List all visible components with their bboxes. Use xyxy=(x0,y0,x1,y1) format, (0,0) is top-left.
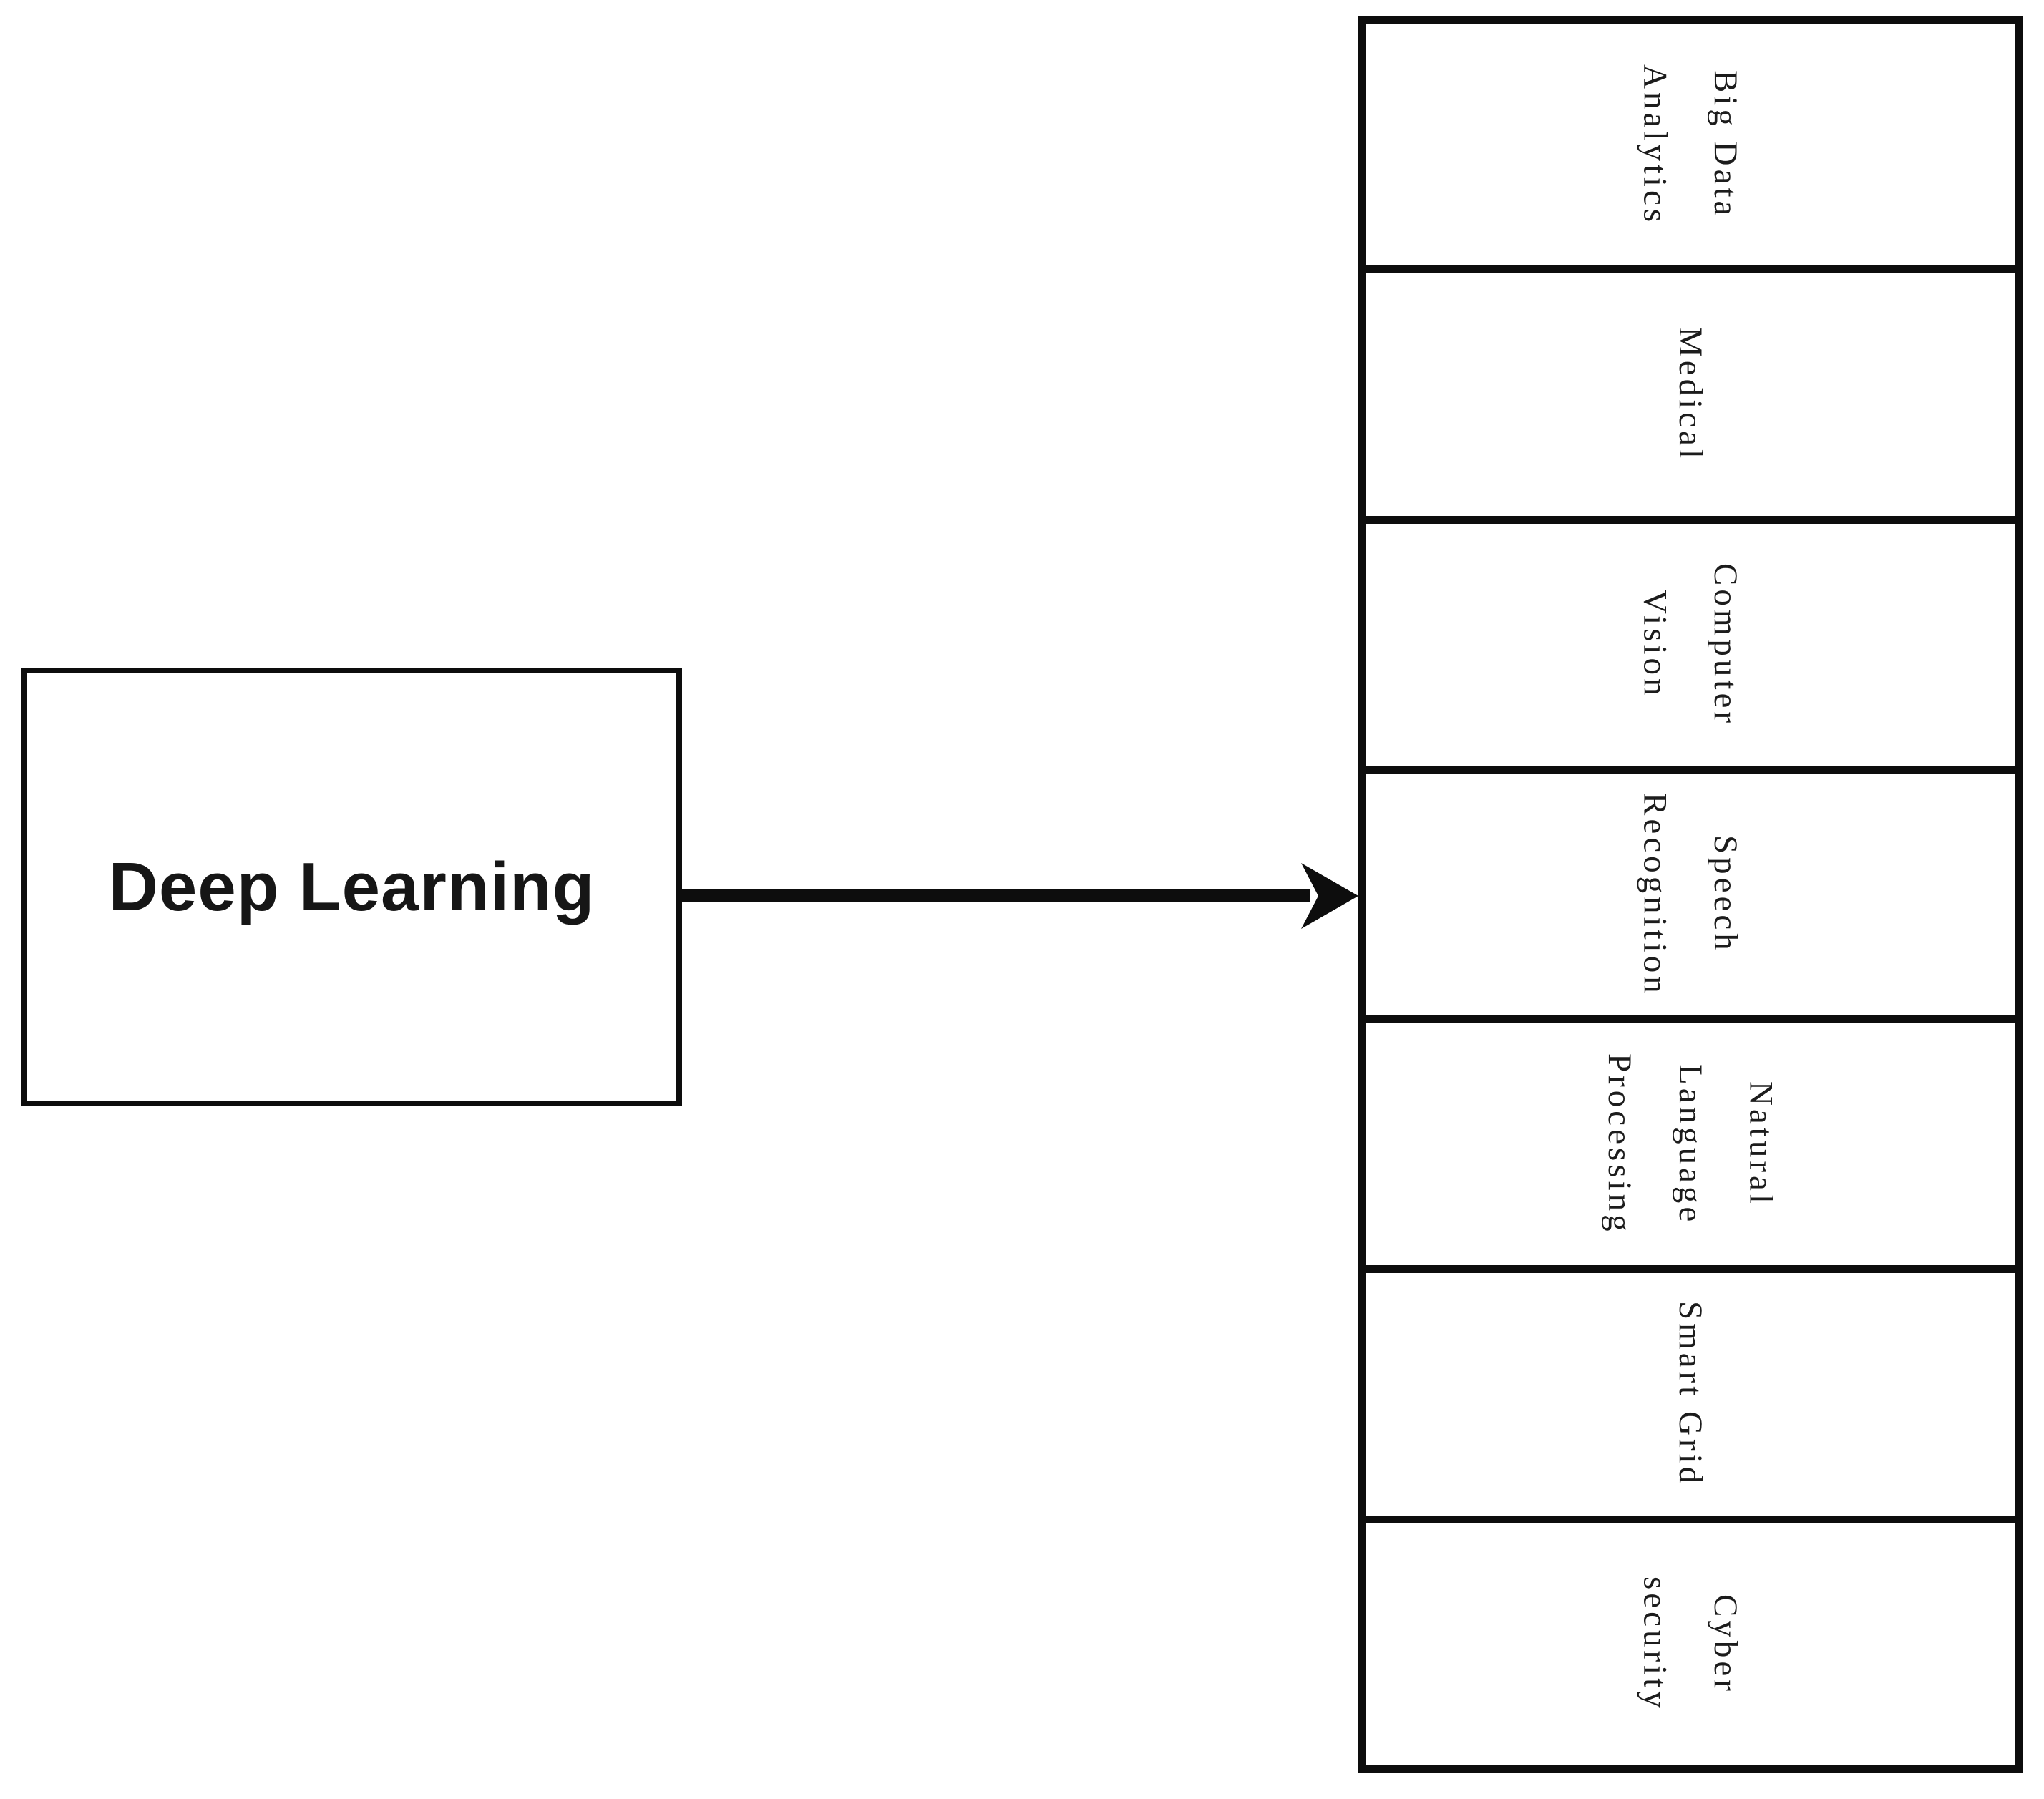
application-label: Big Data Analytics xyxy=(1636,64,1745,225)
application-box-natural-language-processing: Natural Language Processing xyxy=(1366,1015,2015,1266)
application-box-computer-vision: Computer Vision xyxy=(1366,515,2015,766)
application-label: Medical xyxy=(1671,326,1709,462)
application-label: Computer Vision xyxy=(1636,562,1745,726)
application-box-medical: Medical xyxy=(1366,265,2015,516)
application-box-speech-recognition: Speech Recognition xyxy=(1366,765,2015,1016)
application-box-cyber-security: Cyber security xyxy=(1366,1515,2015,1765)
deep-learning-label: Deep Learning xyxy=(108,848,595,925)
application-box-big-data-analytics: Big Data Analytics xyxy=(1366,24,2015,266)
deep-learning-node: Deep Learning xyxy=(21,668,682,1106)
arrow-shaft xyxy=(676,889,1310,902)
application-label: Natural Language Processing xyxy=(1601,1053,1780,1236)
application-box-smart-grid: Smart Grid xyxy=(1366,1265,2015,1516)
application-label: Speech Recognition xyxy=(1636,792,1745,997)
arrow-right-icon xyxy=(676,863,1358,929)
application-label: Cyber security xyxy=(1636,1576,1745,1712)
application-label: Smart Grid xyxy=(1671,1301,1709,1488)
applications-panel: Big Data Analytics Medical Computer Visi… xyxy=(1358,16,2023,1773)
arrow-head xyxy=(1301,863,1358,929)
